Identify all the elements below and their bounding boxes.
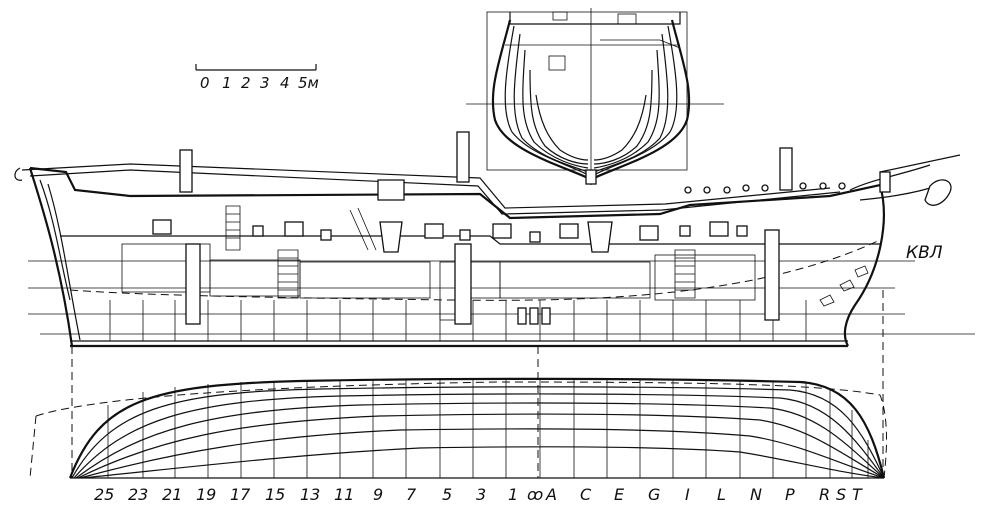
- body-plan: [466, 8, 724, 185]
- frame-label-I: I: [685, 485, 690, 504]
- frame-label-23: 23: [128, 485, 148, 504]
- sheer-plan: [14, 131, 975, 348]
- frame-label-11: 11: [334, 485, 354, 504]
- scale-tick-3: 3: [260, 74, 270, 92]
- half-breadth-plan: [29, 377, 887, 479]
- frame-label-5: 5: [442, 485, 452, 504]
- midship-symbol: ꝏ: [527, 485, 543, 504]
- frame-label-G: G: [648, 485, 660, 504]
- frame-label-1: 1: [508, 485, 518, 504]
- frame-label-T: T: [852, 485, 863, 504]
- frame-label-S: S: [836, 485, 846, 504]
- waterline-label: КВЛ: [906, 243, 943, 263]
- scale-tick-0: 0: [200, 74, 210, 92]
- scale-tick-4: 4: [280, 74, 290, 92]
- frame-label-17: 17: [230, 485, 251, 504]
- frame-label-P: P: [785, 485, 795, 504]
- frame-label-21: 21: [162, 485, 182, 504]
- frame-label-19: 19: [196, 485, 216, 504]
- frame-label-7: 7: [406, 485, 417, 504]
- scale-tick-2: 2: [241, 74, 251, 92]
- scale-tick-1: 1: [222, 74, 232, 92]
- frame-label-3: 3: [476, 485, 486, 504]
- frame-label-13: 13: [300, 485, 320, 504]
- frame-labels: 25 23 21 19 17 15 13 11 9 7 5 3 1 ꝏ A C …: [94, 485, 863, 504]
- frame-label-R: R: [819, 485, 830, 504]
- frame-label-9: 9: [373, 485, 383, 504]
- scale-bar: 0 1 2 3 4 5м: [195, 64, 319, 92]
- frame-label-25: 25: [94, 485, 114, 504]
- frame-label-C: C: [580, 485, 592, 504]
- frame-label-15: 15: [265, 485, 285, 504]
- scale-tick-5: 5м: [298, 74, 319, 92]
- frame-label-A: A: [545, 485, 557, 504]
- frame-label-E: E: [614, 485, 625, 504]
- frame-label-L: L: [717, 485, 726, 504]
- frame-label-N: N: [750, 485, 762, 504]
